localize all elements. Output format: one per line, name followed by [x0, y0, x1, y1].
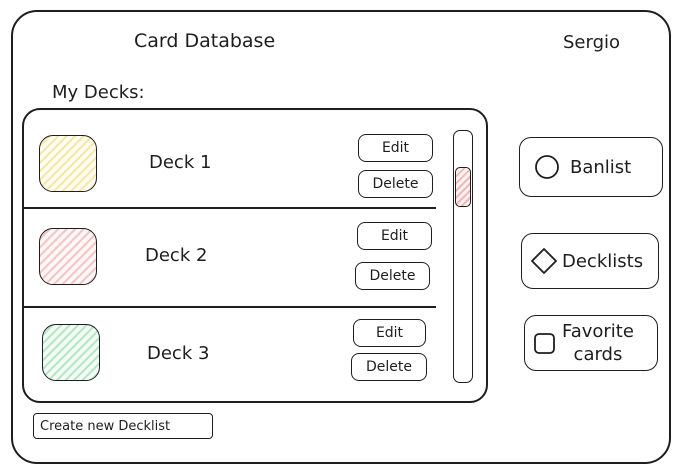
favorite-cards-label: Favorite cards	[562, 320, 634, 366]
deck-row[interactable]: Deck 2 Edit Delete	[24, 209, 436, 308]
scrollbar-thumb[interactable]	[455, 167, 471, 207]
banlist-label: Banlist	[570, 156, 632, 178]
circle-icon	[535, 155, 559, 179]
deck-row[interactable]: Deck 3 Edit Delete	[24, 309, 436, 401]
decklists-label: Decklists	[562, 250, 644, 272]
favorite-cards-button[interactable]: Favorite cards	[524, 315, 658, 371]
app-window	[11, 10, 671, 464]
deck-thumbnail	[39, 228, 97, 285]
favorite-cards-label-line1: Favorite	[562, 321, 634, 342]
square-icon	[534, 333, 555, 354]
deck-row[interactable]: Deck 1 Edit Delete	[24, 110, 436, 209]
edit-button[interactable]: Edit	[357, 222, 432, 250]
divider	[24, 207, 436, 209]
deck-name: Deck 3	[147, 343, 210, 364]
divider	[24, 306, 436, 308]
deck-thumbnail	[39, 135, 97, 192]
delete-button[interactable]: Delete	[351, 353, 427, 381]
my-decks-label: My Decks:	[52, 82, 145, 103]
scrollbar-track[interactable]	[453, 130, 473, 383]
decklists-button[interactable]: Decklists	[521, 233, 659, 289]
banlist-button[interactable]: Banlist	[519, 137, 663, 197]
diamond-icon	[531, 248, 557, 274]
deck-name: Deck 1	[149, 152, 212, 173]
edit-button[interactable]: Edit	[353, 319, 426, 347]
deck-name: Deck 2	[145, 245, 208, 266]
deck-list-panel: Deck 1 Edit Delete Deck 2 Edit Delete De…	[22, 108, 488, 403]
delete-button[interactable]: Delete	[355, 262, 430, 290]
app-title: Card Database	[134, 30, 276, 52]
edit-button[interactable]: Edit	[358, 134, 433, 162]
user-name[interactable]: Sergio	[563, 32, 621, 53]
deck-thumbnail	[42, 324, 100, 381]
create-new-decklist-button[interactable]: Create new Decklist	[33, 413, 213, 439]
delete-button[interactable]: Delete	[358, 170, 433, 198]
favorite-cards-label-line2: cards	[573, 344, 623, 365]
